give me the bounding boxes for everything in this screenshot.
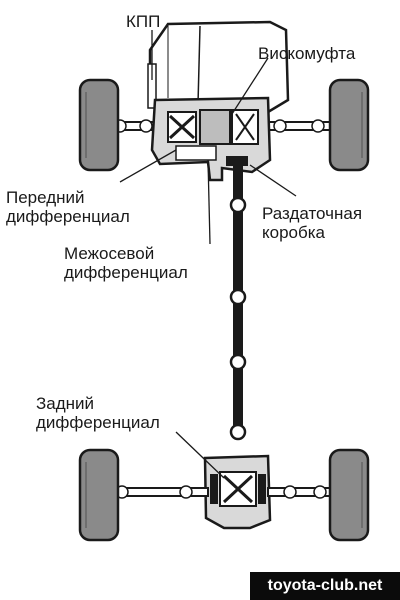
front-transaxle-housing xyxy=(150,96,272,182)
gearbox-label: КПП xyxy=(126,12,160,31)
rear-differential-label-line-2: дифференциал xyxy=(36,413,160,432)
rear-differential-housing xyxy=(203,454,272,530)
leader-center-differential xyxy=(207,159,211,245)
center-differential-label-line-2: дифференциал xyxy=(64,263,188,282)
rear-differential-label-line-1: Задний xyxy=(36,394,95,413)
rear-left-wheel xyxy=(78,448,120,542)
rear-right-wheel xyxy=(328,448,370,542)
front-differential-label-line-2: дифференциал xyxy=(6,207,130,226)
front-left-wheel xyxy=(78,78,120,172)
transfer-case-label-line-2: коробка xyxy=(262,223,325,242)
gearbox-label-text: КПП xyxy=(126,12,161,31)
center-differential-label: Межосевой дифференциал xyxy=(64,244,188,282)
leader-transfer-case xyxy=(249,164,297,197)
transfer-case-label-line-1: Раздаточная xyxy=(262,204,363,223)
viscous-coupling-label: Вискомуфта xyxy=(258,44,355,63)
leader-front-differential xyxy=(119,149,177,183)
front-right-wheel xyxy=(328,78,370,172)
front-differential-label-line-1: Передний xyxy=(6,188,85,207)
watermark: toyota-club.net xyxy=(250,572,400,600)
leader-rear-differential xyxy=(175,431,225,479)
front-differential-label: Передний дифференциал xyxy=(6,188,130,226)
transfer-case-label: Раздаточная коробка xyxy=(262,204,362,242)
leader-lines xyxy=(119,30,297,479)
viscous-coupling-label-text: Вискомуфта xyxy=(258,44,356,63)
propeller-shaft xyxy=(229,165,247,441)
rear-differential-label: Задний дифференциал xyxy=(36,394,160,432)
center-differential-label-line-1: Межосевой xyxy=(64,244,155,263)
leader-viscous-coupling xyxy=(231,57,269,115)
